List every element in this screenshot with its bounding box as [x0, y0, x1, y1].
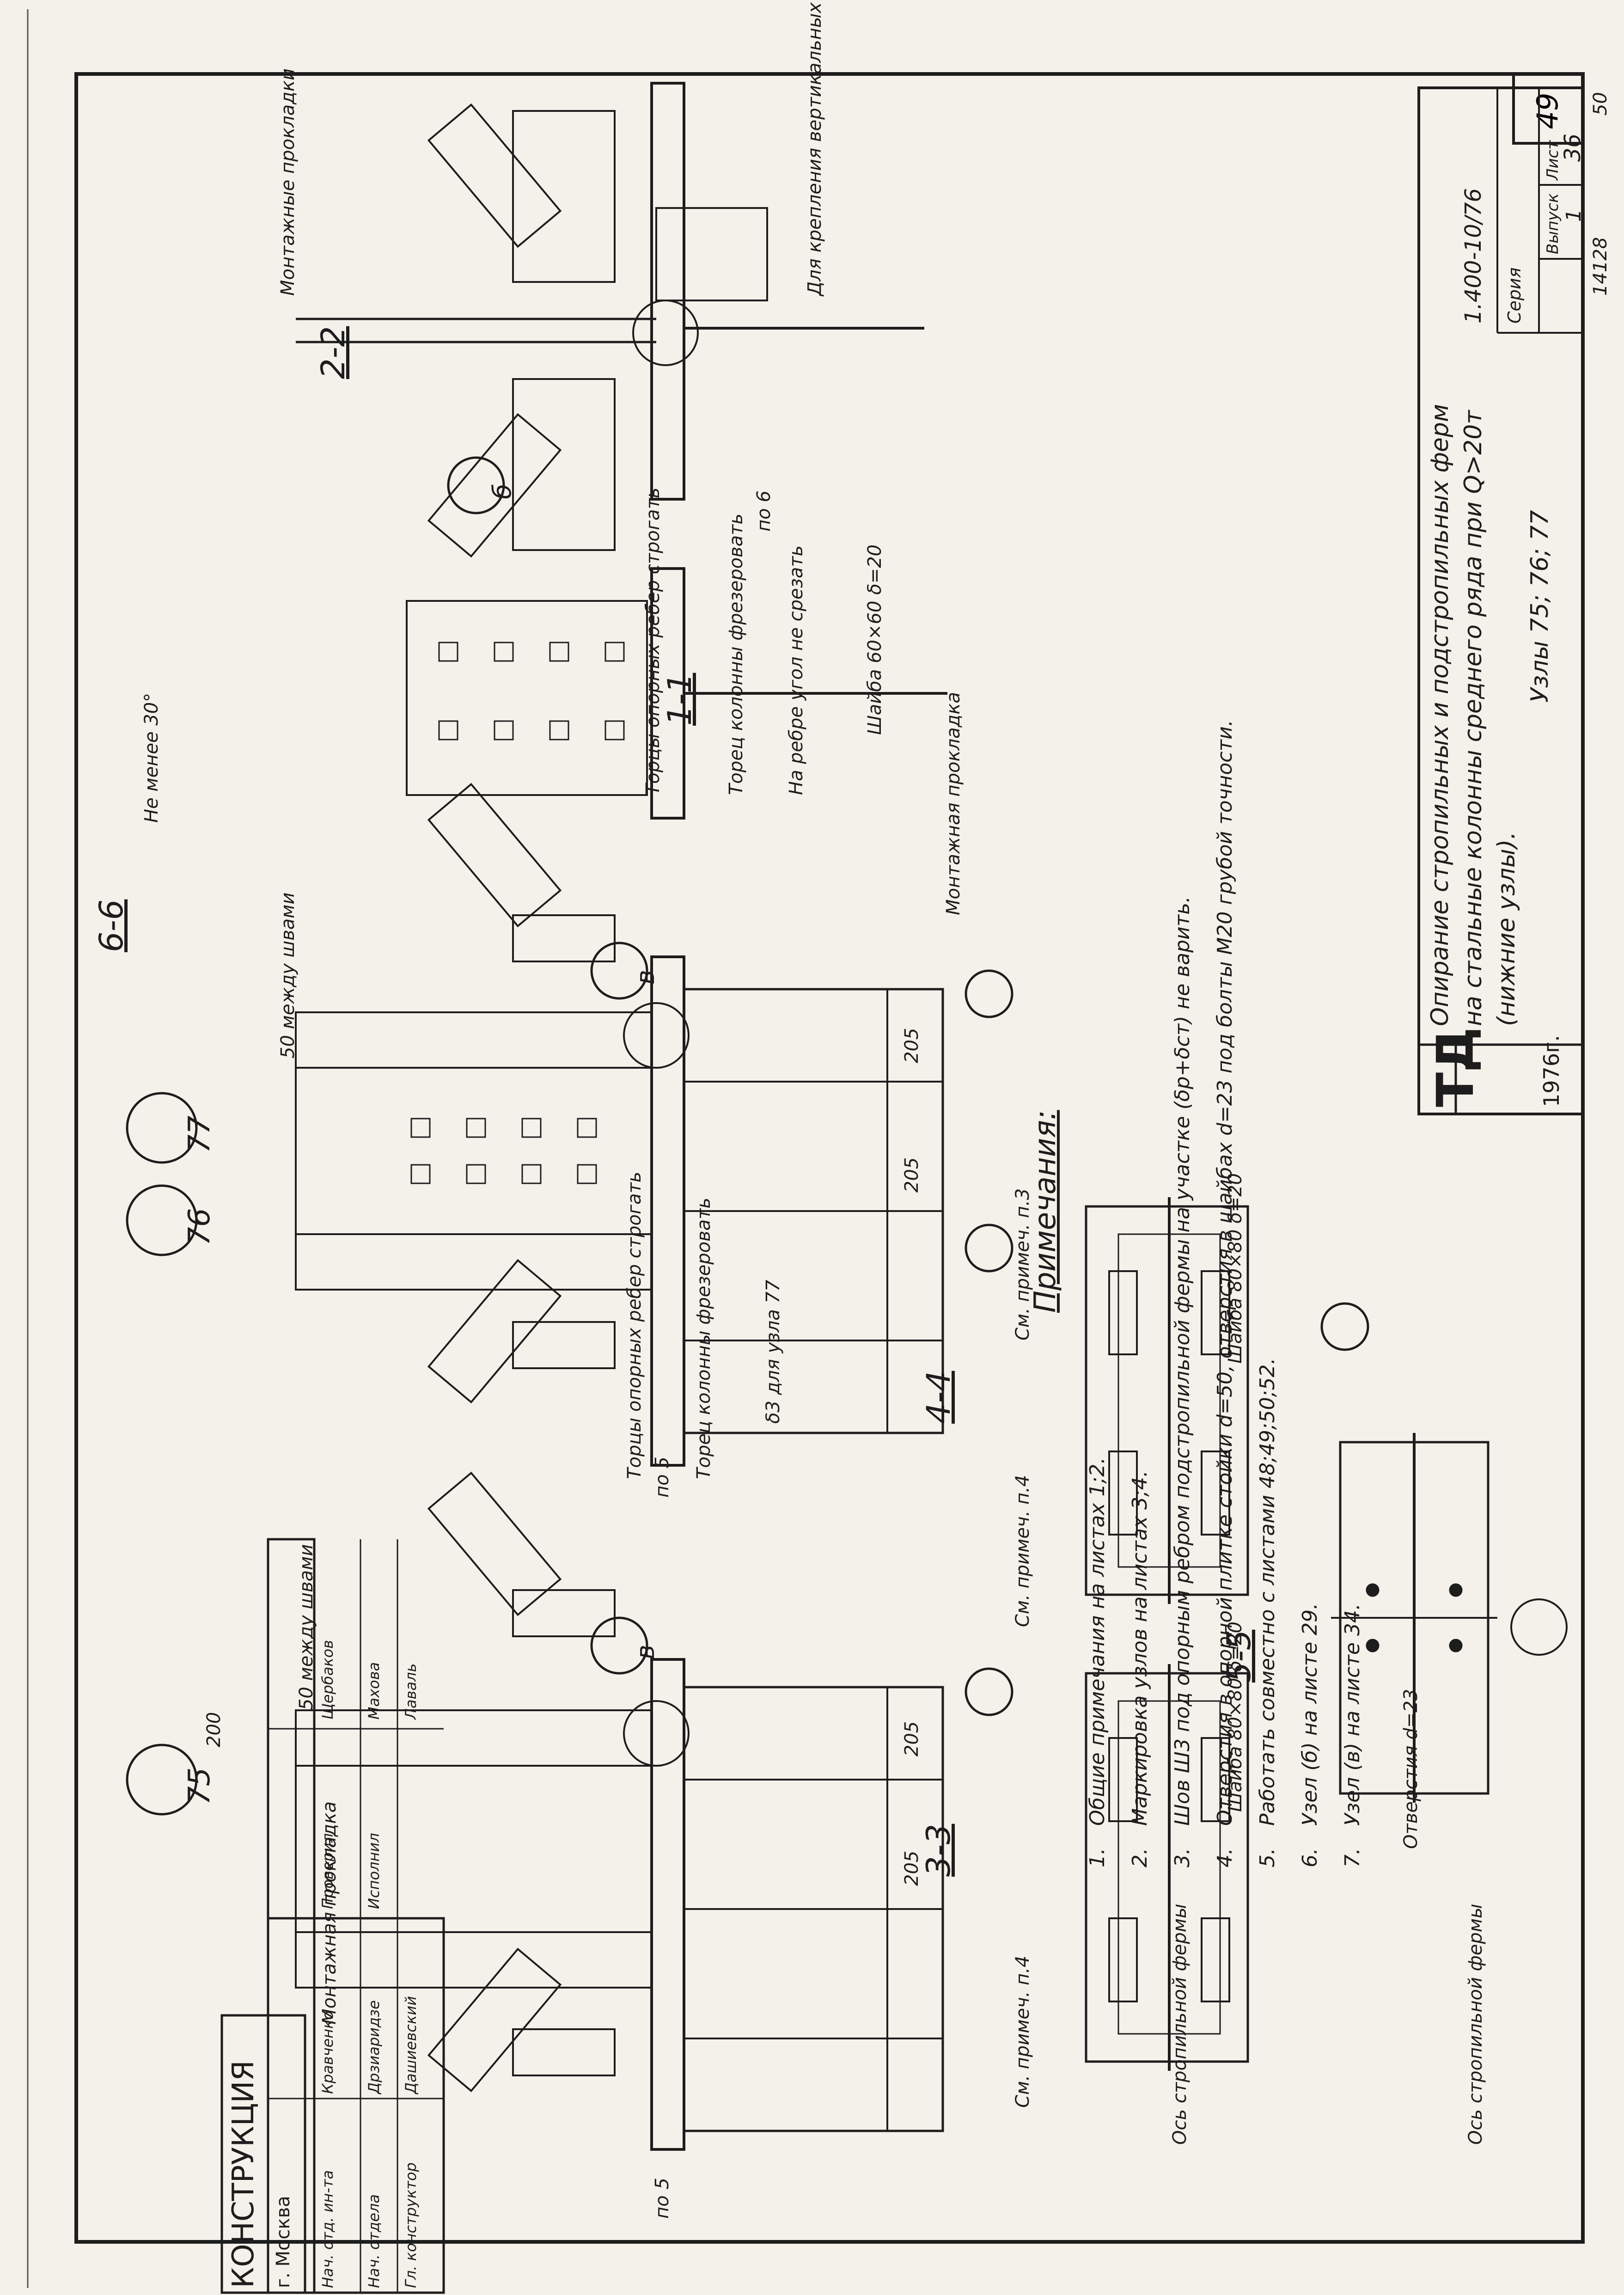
- section-1-1-label: 1-1: [661, 673, 699, 726]
- series-value: 1.400-10/76: [1460, 188, 1486, 324]
- sheet-label: Лист: [1544, 140, 1562, 180]
- node-v-label-1: в: [631, 1645, 660, 1659]
- stamp-role-3: Гл. конструктор: [402, 2162, 420, 2288]
- plan-3-3: [1085, 1664, 1249, 2071]
- plan-5-5: [1331, 1433, 1568, 1803]
- note-item: 1.Общие примечания на листах 1;2.: [1086, 1457, 1109, 1867]
- label-angle-30: Не менее 30°: [141, 692, 162, 823]
- label-mont-pad-2: Монтажная прокладка: [943, 692, 964, 915]
- label-col-milled-2: Торец колонны фрезеровать: [726, 513, 747, 795]
- stamp-role-1: Нач. отд. ин-та: [319, 2170, 336, 2288]
- title-line-1: Опирание стропильных и подстропильных фе…: [1426, 404, 1454, 1026]
- elevation-76-77: [295, 783, 944, 1467]
- stamp-role-2: Нач. отдела: [365, 2194, 383, 2288]
- drawing-title: Опирание стропильных и подстропильных фе…: [1423, 404, 1557, 1026]
- label-vert-ties: Для крепления вертикальных связей: [804, 0, 825, 296]
- node-b-label: б: [488, 483, 517, 499]
- elevation-75: [295, 1471, 944, 2151]
- notes-block: Примечания: 1.Общие примечания на листах…: [1028, 388, 1374, 1867]
- dim-205-3: 205: [901, 1028, 922, 1063]
- section-4-4-label: 4-4: [920, 1371, 958, 1424]
- dim-205-2: 205: [901, 1850, 922, 1886]
- label-mont-pads: Монтажные прокладки: [277, 68, 299, 296]
- label-po6: по 6: [753, 490, 775, 532]
- dim-205-1: 205: [901, 1721, 922, 1756]
- plan-4-4: [1085, 1197, 1249, 1604]
- stamp-role-4: Проверил: [319, 1833, 336, 1909]
- label-weld-50-2: 50 между швами: [277, 892, 299, 1059]
- stamp-name-1: Кравченко: [319, 2011, 336, 2094]
- section-3-3-label: 3-3: [920, 1824, 958, 1877]
- label-d3-77: δ3 для узла 77: [763, 1279, 784, 1424]
- series-label: Серия: [1504, 267, 1525, 324]
- stamp-name-3: Дашиевский: [402, 1996, 420, 2094]
- label-washer-60: Шайба 60×60 δ=20: [864, 544, 885, 735]
- issue-label: Выпуск: [1544, 193, 1562, 254]
- dim-205-4: 205: [901, 1157, 922, 1193]
- node-markers: [126, 456, 1369, 1816]
- note-item: 5.Работать совместно с листами 48;49;50;…: [1256, 1358, 1279, 1867]
- label-truss-axis-2: Ось стропильной фермы: [1465, 1903, 1486, 2145]
- title-line-4: Узлы 75; 76; 77: [1526, 510, 1554, 703]
- label-see-note4-2: См. примеч. п.4: [1012, 1955, 1033, 2108]
- label-truss-axis-1: Ось стропильной фермы: [1169, 1903, 1191, 2145]
- organization: КОНСТРУКЦИЯ: [226, 2060, 261, 2288]
- stamp-name-4: Щербаков: [319, 1640, 336, 1720]
- section-2-2: [296, 82, 924, 558]
- label-ends-cut-1: Торцы опорных ребер строгать: [624, 1171, 645, 1479]
- label-po5-1: по 5: [652, 2178, 673, 2219]
- node-75-label: 75: [183, 1767, 217, 1805]
- page-number: 49: [1531, 93, 1564, 129]
- city: г. Москва: [273, 2196, 294, 2288]
- label-ends-cut-2: Торцы опорных ребер строгать: [642, 487, 664, 795]
- section-6-6-label: 6-6: [92, 899, 130, 952]
- section-2-2-label: 2-2: [314, 326, 352, 379]
- stamp-name-6: Лаваль: [402, 1663, 420, 1720]
- sheet-value: 36: [1560, 133, 1586, 162]
- outer-frame: [74, 72, 1585, 2244]
- issue-value: 1: [1562, 209, 1586, 222]
- section-1-1: [406, 567, 947, 820]
- note-item: 7.Узел (в) на листе 34.: [1341, 1603, 1364, 1867]
- note-item: 3.Шов Ш3 под опорным ребром подстропильн…: [1171, 896, 1194, 1867]
- label-holes-d23: Отверстия d=23: [1400, 1689, 1422, 1849]
- notes-title: Примечания:: [1028, 1110, 1062, 1313]
- dim-200-1: 200: [203, 1712, 225, 1747]
- note-item: 2.Маркировка узлов на листах 3;4.: [1128, 1470, 1152, 1867]
- stamp-name-5: Махова: [365, 1662, 383, 1720]
- stamp-table: [220, 1538, 445, 2294]
- title-line-3: (нижние узлы).: [1493, 832, 1520, 1026]
- bottom-number-2: 50: [1590, 92, 1611, 116]
- year: 1976г.: [1539, 1035, 1564, 1107]
- title-block: [1417, 86, 1584, 1115]
- label-weld-50-1: 50 между швами: [296, 1544, 317, 1710]
- label-col-milled-1: Торец колонны фрезеровать: [693, 1197, 714, 1479]
- node-v-label-2: в: [631, 970, 660, 985]
- label-po5-2: по 5: [652, 1457, 673, 1498]
- label-rib-corner: На ребре угол не срезать: [786, 545, 807, 795]
- bottom-number-1: 14128: [1590, 237, 1611, 296]
- node-77-label: 77: [183, 1115, 217, 1153]
- stamp-name-2: Дрзиаридзе: [365, 2000, 383, 2094]
- node-76-label: 76: [183, 1208, 217, 1246]
- title-line-2: на стальные колонны среднего ряда при Q>…: [1459, 410, 1487, 1026]
- note-item: 6.Узел (б) на листе 29.: [1298, 1603, 1322, 1867]
- stamp-td: ТД: [1426, 1027, 1485, 1107]
- stamp-role-5: Исполнил: [365, 1833, 383, 1909]
- note-item: 4.Отверстия в опорной плитке стойки d=50…: [1213, 720, 1237, 1867]
